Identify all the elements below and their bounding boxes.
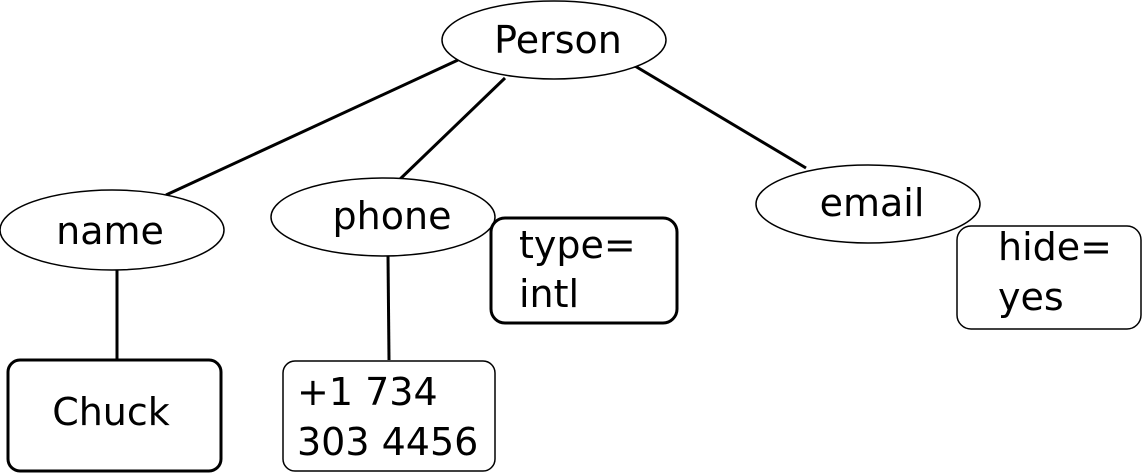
node-email-shape [755,164,981,244]
edge-person-name [165,58,459,197]
node-name-label: name [56,209,164,253]
node-phone: phone [270,177,496,257]
text-node-phone-number-line1: +1 734 [297,370,438,414]
edge-person-email [634,64,807,170]
edge-phone-number [386,254,391,361]
node-person-label: Person [494,18,622,62]
node-person-shape [441,0,667,80]
edge-person-phone [395,76,507,184]
attribute-phone-type-line2: intl [519,272,579,316]
node-email: email [755,164,981,244]
text-node-chuck: Chuck [6,358,223,473]
attribute-phone-type-box [489,216,679,325]
text-node-phone-number-box [282,360,496,472]
attribute-email-hide-box [956,225,1142,330]
node-phone-label: phone [333,194,452,238]
node-person: Person [441,0,667,80]
text-node-chuck-label: Chuck [52,390,170,434]
attribute-email-hide-line1: hide= [998,225,1112,269]
text-node-chuck-box [6,358,223,473]
tree-edges [115,58,807,361]
node-phone-shape [270,177,496,257]
attribute-email-hide: hide= yes [956,225,1142,330]
text-node-phone-number: +1 734 303 4456 [282,360,496,472]
attribute-phone-type: type= intl [489,216,679,325]
text-node-phone-number-line2: 303 4456 [297,420,478,464]
node-email-label: email [820,181,925,225]
attribute-phone-type-line1: type= [519,223,636,267]
attribute-email-hide-line2: yes [998,275,1064,319]
node-name-shape [0,189,225,271]
node-name: name [0,189,225,271]
